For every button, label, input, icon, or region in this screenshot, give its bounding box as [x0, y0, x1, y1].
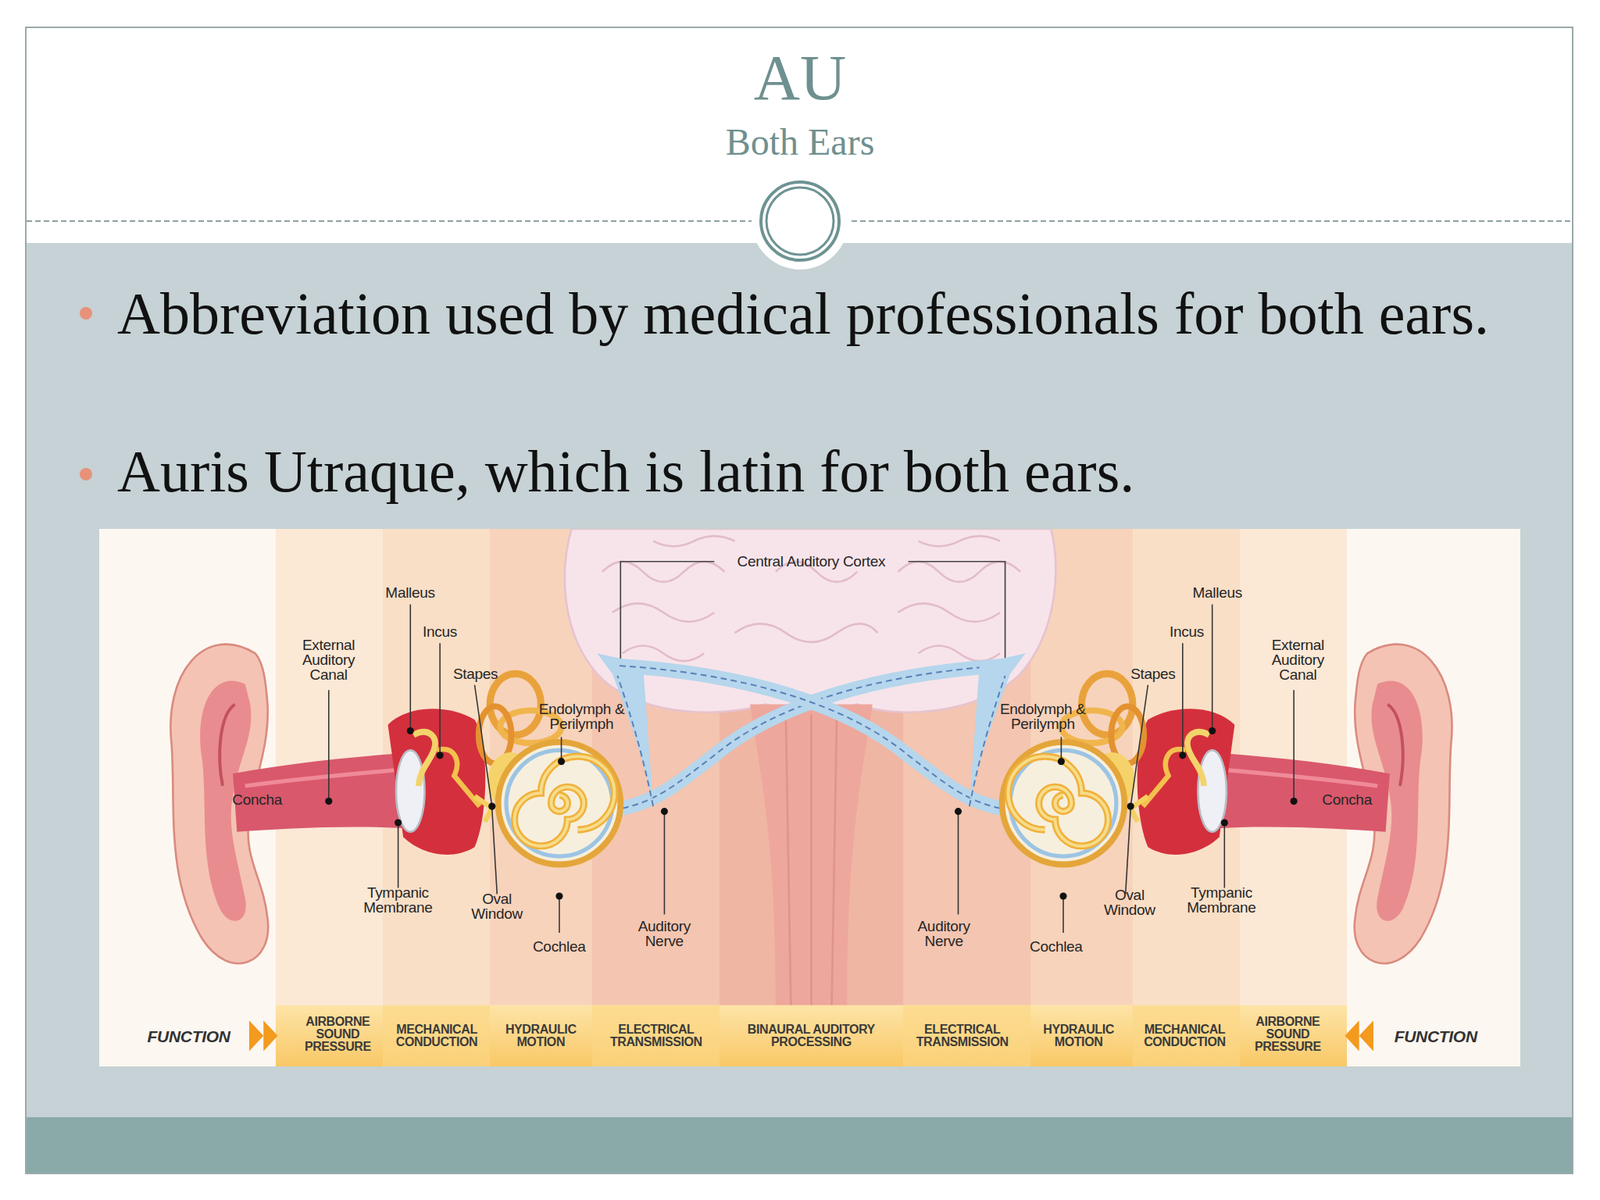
- illustration-path: [750, 704, 873, 1006]
- illustration-path: [514, 756, 615, 847]
- illustration-path: [785, 714, 837, 1006]
- part-label: Auditory Nerve: [912, 918, 975, 949]
- part-label: Tympanic Membrane: [358, 885, 437, 915]
- ear-illustration: [99, 528, 1521, 1067]
- illustration-path: [397, 822, 400, 889]
- function-label: AIRBORNE SOUND PRESSURE: [298, 1015, 377, 1054]
- part-label: Tympanic Membrane: [1182, 885, 1261, 915]
- illustration-rect: [26, 1117, 1572, 1173]
- illustration-circle: [766, 187, 834, 255]
- illustration-path: [617, 675, 654, 807]
- illustration-path: [439, 642, 441, 756]
- part-label: Incus: [1155, 624, 1218, 640]
- slide-title: AU: [0, 40, 1600, 116]
- part-label: Stapes: [444, 666, 508, 682]
- function-heading: FUNCTION: [147, 1027, 231, 1044]
- ear-anatomy-mirror: [617, 604, 1452, 1052]
- bullet-text: Abbreviation used by medical professiona…: [117, 280, 1547, 347]
- part-label: External Auditory Canal: [1258, 636, 1337, 682]
- bullet-text: Auris Utraque, which is latin for both e…: [117, 438, 1547, 505]
- illustration-path: [413, 732, 436, 786]
- illustration-path: [514, 756, 615, 847]
- illustration-circle: [557, 757, 565, 765]
- illustration-path: [558, 896, 561, 933]
- function-label: HYDRAULIC MOTION: [1032, 1023, 1126, 1049]
- illustration-circle: [751, 172, 849, 270]
- illustration-path: [436, 749, 480, 807]
- function-label: MECHANICAL CONDUCTION: [388, 1023, 486, 1049]
- illustration-path: [409, 604, 411, 732]
- function-label: AIRBORNE SOUND PRESSURE: [1248, 1015, 1327, 1054]
- part-label: Endolymph & Perilymph: [530, 701, 633, 732]
- illustration-path: [475, 796, 493, 822]
- illustration-rect: [26, 242, 1572, 1118]
- illustration-rect: [592, 1005, 720, 1067]
- illustration-circle: [79, 307, 93, 320]
- part-label: Concha: [221, 791, 293, 807]
- illustration-circle: [660, 807, 668, 815]
- illustration-path: [388, 708, 486, 855]
- illustration-rect: [903, 1005, 1031, 1067]
- part-label: Stapes: [1121, 666, 1185, 682]
- illustration-path: [664, 811, 666, 915]
- function-label: ELECTRICAL TRANSMISSION: [597, 1023, 715, 1049]
- illustration-g: [325, 727, 668, 900]
- function-label: BINAURAL AUDITORY PROCESSING: [736, 1023, 886, 1049]
- part-label: External Auditory Canal: [289, 636, 368, 682]
- part-label: Oval Window: [1098, 887, 1161, 918]
- illustration-circle: [394, 818, 402, 826]
- illustration-circle: [488, 803, 496, 811]
- part-label: Concha: [1311, 791, 1383, 807]
- illustration-path: [328, 689, 330, 801]
- slide-subtitle: Both Ears: [0, 120, 1600, 165]
- illustration-circle: [79, 467, 93, 481]
- function-label: MECHANICAL CONDUCTION: [1135, 1023, 1234, 1049]
- part-label: Central Auditory Cortex: [709, 553, 913, 569]
- part-label: Cochlea: [524, 938, 595, 954]
- illustration-circle: [760, 182, 840, 261]
- illustration-path: [219, 704, 235, 786]
- illustration-circle: [325, 797, 333, 805]
- illustration-circle: [407, 727, 415, 735]
- part-label: Oval Window: [465, 891, 529, 922]
- ear-anatomy: [170, 604, 1005, 1052]
- illustration-path: [249, 1020, 279, 1051]
- part-label: Malleus: [1182, 584, 1253, 600]
- illustration-use: [617, 604, 1452, 1052]
- illustration-path: [560, 736, 563, 761]
- part-label: Auditory Nerve: [632, 918, 696, 949]
- part-label: Cochlea: [1021, 938, 1092, 954]
- illustration-path: [492, 808, 498, 895]
- illustration-rect: [382, 1005, 490, 1067]
- illustration-ellipse: [396, 750, 425, 832]
- function-heading: FUNCTION: [1394, 1027, 1478, 1044]
- illustration-g: [328, 604, 665, 933]
- part-label: Malleus: [375, 584, 446, 600]
- illustration-circle: [498, 742, 622, 865]
- illustration-circle: [436, 751, 444, 759]
- illustration-rect: [25, 27, 1573, 1174]
- function-label: HYDRAULIC MOTION: [493, 1023, 588, 1049]
- illustration-path: [602, 535, 1021, 661]
- illustration-path: [475, 685, 493, 807]
- illustration-circle: [555, 892, 563, 900]
- part-label: Incus: [408, 624, 472, 640]
- illustration-path: [620, 561, 1005, 679]
- illustration-rect: [1132, 1005, 1240, 1067]
- illustration-path: [245, 769, 400, 786]
- illustration-rect: [99, 528, 1521, 1067]
- part-label: Endolymph & Perilymph: [992, 701, 1094, 732]
- function-label: ELECTRICAL TRANSMISSION: [903, 1023, 1022, 1049]
- illustration-rect: [275, 1005, 1347, 1067]
